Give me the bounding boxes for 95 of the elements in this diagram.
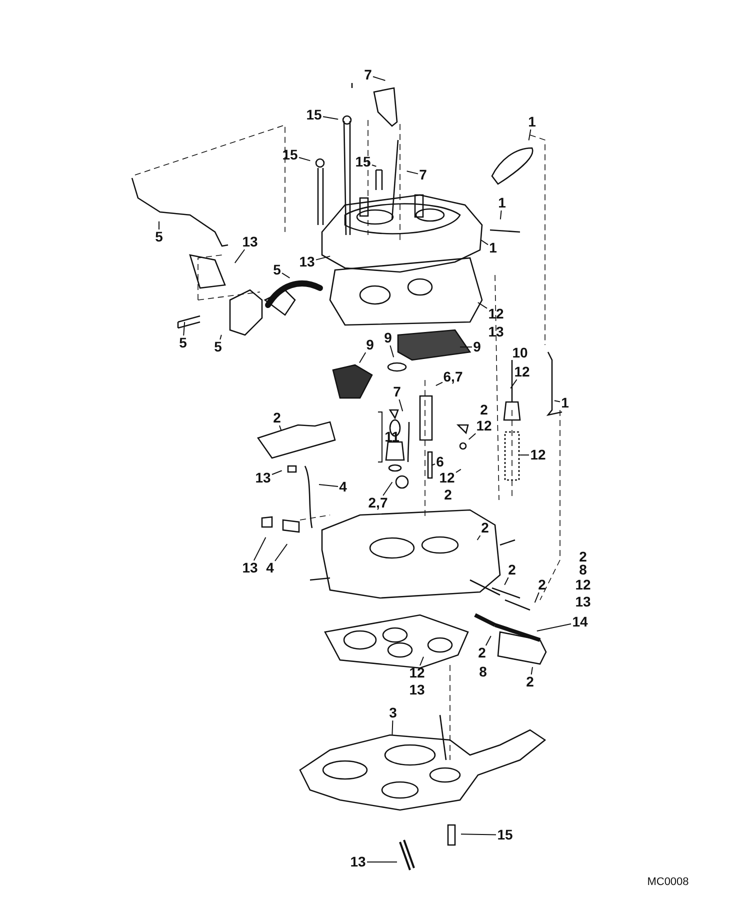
leader-line	[322, 116, 339, 120]
callout-number: 12	[488, 306, 504, 322]
leader-line	[460, 834, 496, 836]
callout-number: 13	[575, 594, 591, 610]
leader-line	[536, 623, 572, 632]
callout-number: 13	[242, 234, 258, 250]
callout-number: 13	[409, 682, 425, 698]
callout-number: 8	[479, 664, 487, 680]
callout-number: 9	[366, 338, 374, 352]
leader-line	[456, 468, 462, 473]
callout-number: 12	[439, 470, 455, 486]
leader-line	[480, 240, 488, 246]
callout-number: 4	[266, 560, 274, 576]
leader-line	[282, 272, 290, 278]
callout-number: 5	[179, 336, 187, 350]
leader-line	[500, 210, 502, 220]
leader-line	[279, 425, 282, 432]
leader-line	[435, 382, 443, 386]
callout-number: 13	[255, 470, 271, 486]
callout-number: 13	[299, 254, 315, 270]
leader-line	[392, 720, 394, 736]
leader-line	[476, 535, 481, 540]
callout-number: 1	[498, 196, 506, 210]
leader-line	[234, 249, 246, 264]
leader-line	[220, 334, 222, 340]
callout-number: 5	[273, 262, 281, 278]
callout-number: 11	[384, 430, 400, 444]
callout-number: 7	[419, 168, 427, 182]
callout-number: 12	[476, 418, 492, 434]
leader-line	[485, 636, 492, 646]
callout-number: 2	[508, 562, 516, 578]
figure-code: MC0008	[647, 876, 689, 888]
leader-line	[528, 129, 532, 141]
callout-number: 2	[444, 488, 452, 502]
callout-number: 13	[242, 560, 258, 576]
callout-number: 6,7	[443, 370, 463, 384]
leader-line	[316, 256, 331, 260]
callout-number: 5	[214, 340, 222, 354]
callout-number: 14	[572, 614, 588, 630]
callout-number: 5	[155, 230, 163, 244]
callout-number: 2	[480, 402, 488, 418]
leader-line	[372, 164, 377, 167]
leader-line	[158, 220, 160, 230]
callout-number: 9	[473, 340, 481, 354]
callout-number: 15	[282, 148, 298, 162]
callout-number: 1	[528, 114, 536, 130]
leader-line	[398, 399, 404, 412]
callout-number: 10	[512, 346, 528, 360]
leader-line	[519, 454, 530, 456]
leader-line	[359, 352, 366, 364]
callout-number: 3	[389, 706, 397, 720]
leader-line	[420, 656, 424, 666]
callout-number: 12	[409, 666, 425, 680]
callout-number: 7	[393, 384, 401, 400]
callout-number: 2	[538, 578, 546, 592]
leader-line	[382, 482, 393, 496]
callout-number: 12	[530, 448, 546, 462]
callout-number: 13	[350, 854, 366, 870]
leader-line	[318, 484, 338, 487]
callout-number: 1	[561, 396, 569, 410]
leader-line	[504, 577, 509, 586]
callout-number: 2	[579, 550, 587, 564]
leader-line	[534, 592, 540, 604]
leader-line	[554, 400, 560, 402]
callout-number: 15	[306, 108, 322, 122]
leader-line	[372, 76, 386, 81]
leader-line	[272, 470, 282, 475]
callout-number: 12	[575, 578, 591, 592]
leader-line	[253, 536, 266, 561]
callout-number: 2	[481, 520, 489, 536]
callout-number: 7	[364, 68, 372, 82]
leader-line	[183, 322, 186, 336]
callout-number: 1	[489, 240, 497, 256]
leader-line	[390, 345, 394, 358]
callout-number: 8	[579, 562, 587, 578]
leader-line	[406, 170, 418, 174]
leader-line	[468, 433, 476, 440]
callout-number: 6	[436, 454, 444, 470]
leader-line	[431, 464, 436, 466]
leader-line	[460, 346, 472, 348]
callout-number: 2,7	[368, 496, 388, 510]
callout-number: 15	[497, 828, 513, 842]
callout-number: 15	[355, 154, 371, 170]
callout-number: 2	[526, 674, 534, 690]
leader-line	[510, 379, 518, 389]
callout-number: 2	[273, 410, 281, 426]
leader-line	[274, 544, 288, 562]
leader-line	[298, 157, 311, 162]
callout-number: 12	[514, 364, 530, 380]
callout-number: 4	[339, 480, 347, 494]
callout-number: 9	[384, 330, 392, 346]
callout-number: 2	[478, 646, 486, 660]
callout-number: 13	[488, 324, 504, 340]
leader-line	[530, 666, 533, 675]
leader-line	[477, 302, 488, 309]
